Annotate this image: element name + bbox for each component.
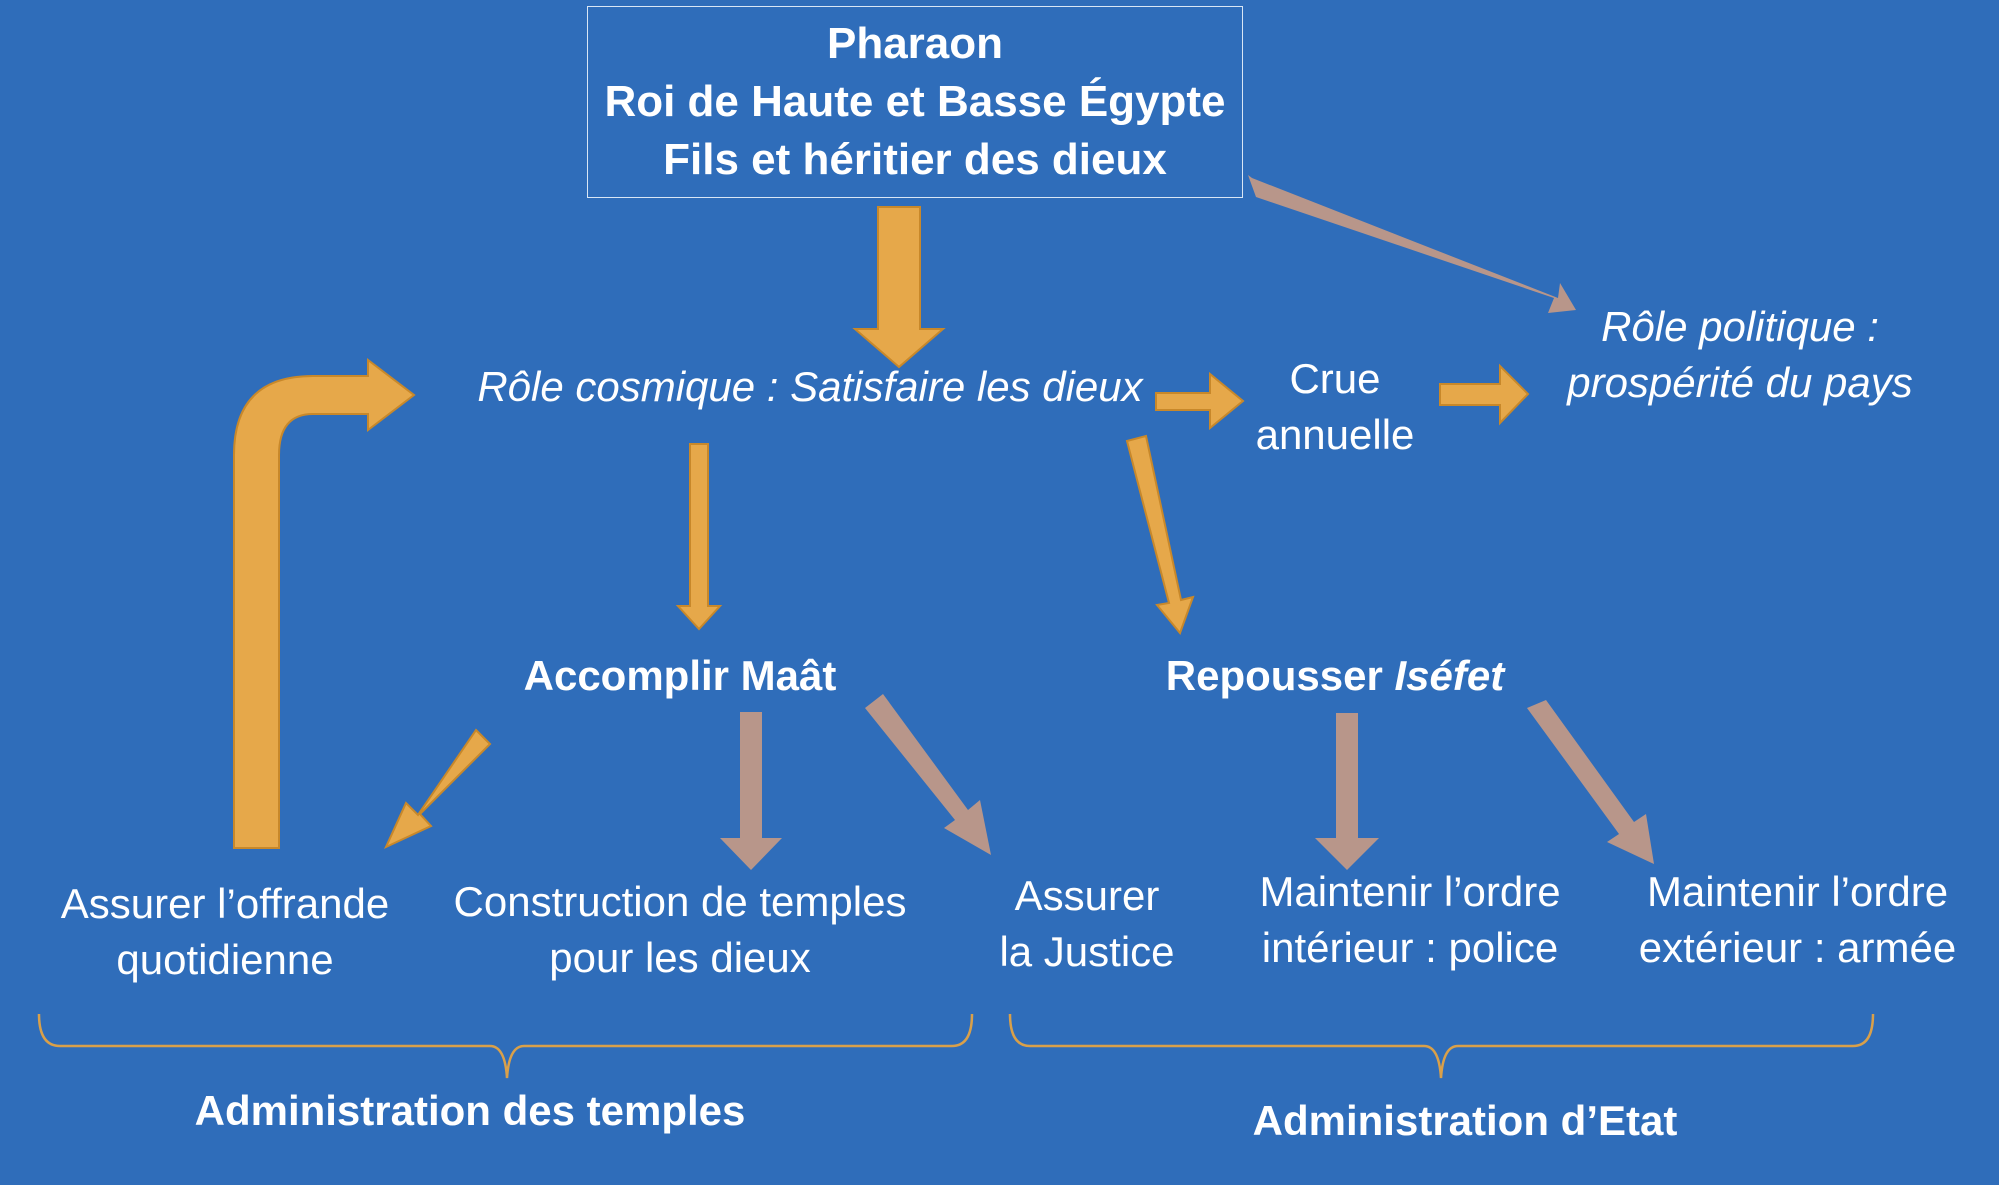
construction-temples-label: Construction de temples pour les dieux [420, 874, 940, 986]
accomplir-maat-label: Accomplir Maât [523, 652, 837, 699]
arrow-crue-to-role-politique [1439, 363, 1530, 426]
brace-administration-temples [37, 1013, 974, 1079]
arrow-cosmique-to-crue [1155, 371, 1245, 431]
construction-line2: pour les dieux [549, 934, 811, 981]
role-politique-label: Rôle politique : prospérité du pays [1540, 299, 1940, 411]
justice-line1: Assurer [1014, 872, 1160, 919]
offrande-line1: Assurer l’offrande [60, 880, 390, 927]
pharaoh-title: Pharaon [826, 19, 1004, 68]
offrande-line2: quotidienne [116, 936, 334, 983]
repousser-isefet-label: Repousser Iséfet [1100, 648, 1570, 704]
isefet-word: Iséfet [1394, 652, 1505, 699]
ordre-exterieur-label: Maintenir l’ordre extérieur : armée [1605, 864, 1990, 976]
brace-administration-etat [1008, 1013, 1875, 1079]
justice-line2: la Justice [999, 928, 1175, 975]
isefet-prefix: Repousser [1165, 652, 1395, 699]
administration-temples-label: Administration des temples [194, 1087, 746, 1134]
arrow-offrande-feedback-loop [233, 357, 416, 849]
pharaoh-box: Pharaon Roi de Haute et Basse Égypte Fil… [587, 6, 1243, 198]
ordre-exterieur-line2: extérieur : armée [1638, 924, 1957, 971]
ordre-interieur-line2: intérieur : police [1261, 924, 1559, 971]
pharaoh-subtitle-heir: Fils et héritier des dieux [663, 135, 1167, 184]
offrande-label: Assurer l’offrande quotidienne [25, 876, 425, 988]
arrow-isefet-to-ordre-exterieur [1527, 700, 1654, 864]
role-politique-line1: Rôle politique : [1601, 303, 1879, 350]
role-cosmique-label: Rôle cosmique : Satisfaire les dieux [477, 363, 1143, 410]
role-politique-line2: prospérité du pays [1567, 359, 1913, 406]
crue-annuelle-label: Crue annuelle [1230, 351, 1440, 463]
ordre-interieur-line1: Maintenir l’ordre [1259, 868, 1561, 915]
arrow-maat-to-justice [865, 694, 991, 855]
crue-line1: Crue [1289, 355, 1381, 402]
arrow-maat-to-offrande [383, 728, 492, 850]
justice-label: Assurer la Justice [977, 868, 1197, 980]
administration-etat-label: Administration d’Etat [1252, 1097, 1678, 1144]
arrow-pharaoh-to-role-politique [1248, 175, 1576, 313]
ordre-exterieur-line1: Maintenir l’ordre [1646, 868, 1949, 915]
arrow-isefet-to-ordre-interieur [1315, 713, 1379, 870]
construction-line1: Construction de temples [453, 878, 907, 925]
crue-line2: annuelle [1255, 411, 1415, 458]
arrow-maat-to-construction [720, 712, 782, 870]
arrow-cosmique-to-maat [675, 443, 723, 631]
arrow-cosmique-to-isefet [1125, 434, 1195, 635]
arrow-pharaoh-to-role-cosmique [852, 206, 946, 369]
pharaoh-subtitle-king: Roi de Haute et Basse Égypte [604, 77, 1226, 126]
ordre-interieur-label: Maintenir l’ordre intérieur : police [1220, 864, 1600, 976]
